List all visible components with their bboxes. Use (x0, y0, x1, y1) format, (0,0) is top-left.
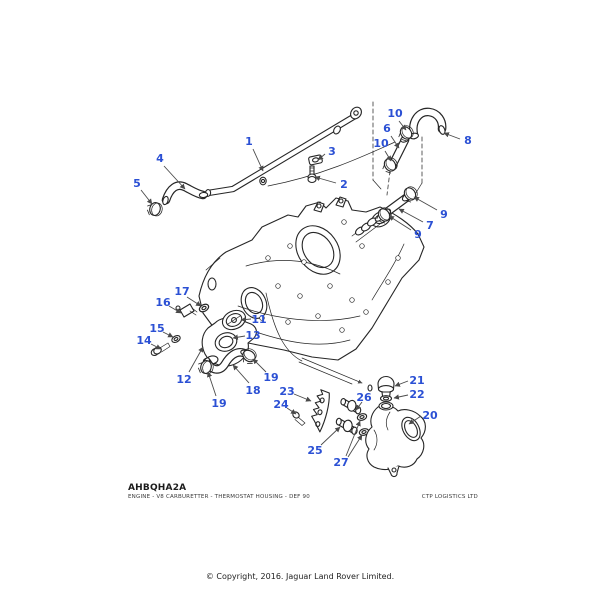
callout-label-13: 13 (245, 329, 260, 342)
callout-label-8: 8 (464, 134, 472, 147)
callout-6-leader (390, 135, 400, 149)
callout-label-27: 27 (333, 456, 348, 469)
callout-9-leader (413, 196, 438, 211)
callout-label-3: 3 (328, 145, 336, 158)
callout-21-leader (394, 380, 409, 387)
callout-label-19: 19 (211, 397, 226, 410)
callout-8-leader (443, 132, 461, 140)
callout-11-leader (240, 316, 252, 323)
callout-20-leader (408, 415, 422, 425)
callout-10-leader (384, 150, 392, 162)
metal-water-pipe (204, 106, 396, 197)
hose-connector-25 (334, 417, 360, 436)
callout-19-leader (252, 358, 267, 373)
callout-label-9: 9 (414, 228, 422, 241)
callout-3-leader (317, 153, 326, 161)
water-outlet-housing (365, 401, 426, 478)
callout-layer: 1234567899101011121314151617181919202122… (133, 107, 472, 469)
callout-label-25: 25 (307, 444, 322, 457)
callout-label-21: 21 (409, 374, 424, 387)
manifold-top-bosses (313, 196, 347, 213)
callout-12-leader (188, 346, 204, 373)
callout-27-leader (345, 420, 361, 457)
figure-description: ENGINE - V8 CARBURETTER - THERMOSTAT HOU… (128, 494, 310, 500)
callout-label-12: 12 (176, 373, 191, 386)
copyright-notice: © Copyright, 2016. Jaguar Land Rover Lim… (205, 572, 395, 581)
blanking-plug (377, 376, 395, 399)
callout-9-leader (388, 215, 412, 231)
callout-label-16: 16 (155, 296, 171, 309)
callout-label-4: 4 (156, 152, 164, 165)
callout-label-7: 7 (426, 219, 434, 232)
callout-13-leader (232, 334, 246, 340)
callout-label-26: 26 (356, 391, 372, 404)
callout-15-leader (162, 331, 174, 338)
pipe-grommet (308, 154, 323, 166)
vendor-name: CTP LOGISTICS LTD (421, 494, 478, 500)
callout-1-leader (252, 148, 264, 172)
plug-washer (379, 395, 393, 402)
callout-label-15: 15 (149, 322, 164, 335)
sensor-washer (170, 333, 182, 345)
callout-label-9: 9 (440, 208, 448, 221)
elbow-hose (408, 107, 447, 140)
callout-label-5: 5 (133, 177, 141, 190)
callout-label-10: 10 (387, 107, 403, 120)
callout-2-leader (314, 175, 337, 184)
serrated-bracket (311, 389, 330, 433)
callout-25-leader (320, 426, 341, 446)
thermostat (221, 309, 247, 331)
callout-label-18: 18 (245, 384, 260, 397)
callout-27-leader (347, 434, 363, 458)
callout-label-23: 23 (279, 385, 294, 398)
callout-23-leader (293, 393, 312, 402)
manifold-bolt-holes (259, 219, 401, 333)
pipe-bolt (307, 165, 317, 184)
callout-17-leader (186, 296, 202, 307)
callout-14-leader (150, 343, 162, 350)
figure-code: AHBQHA2A (128, 483, 187, 493)
callout-label-19: 19 (263, 371, 278, 384)
callout-label-14: 14 (136, 334, 152, 347)
assembly-pointer-lines (265, 292, 373, 392)
callout-7-leader (398, 208, 424, 223)
callout-22-leader (393, 394, 409, 400)
callout-24-leader (286, 407, 297, 415)
callout-label-17: 17 (174, 285, 189, 298)
callout-10-leader (398, 120, 407, 131)
callout-4-leader (163, 165, 186, 190)
callout-5-leader (140, 189, 153, 205)
witness-lines (372, 101, 423, 197)
intake-manifold (198, 196, 425, 361)
callout-label-20: 20 (422, 409, 438, 422)
callout-16-leader (168, 305, 182, 314)
callout-label-2: 2 (340, 178, 348, 191)
callout-label-6: 6 (383, 122, 391, 135)
callout-19-leader (207, 371, 217, 397)
callout-label-24: 24 (273, 398, 289, 411)
callout-label-1: 1 (245, 135, 253, 148)
callout-label-22: 22 (409, 388, 424, 401)
callout-label-10: 10 (373, 137, 389, 150)
callout-18-leader (232, 364, 250, 384)
hose-clamp-5 (144, 200, 165, 219)
callout-label-11: 11 (251, 313, 266, 326)
callout-26-leader (355, 401, 363, 411)
